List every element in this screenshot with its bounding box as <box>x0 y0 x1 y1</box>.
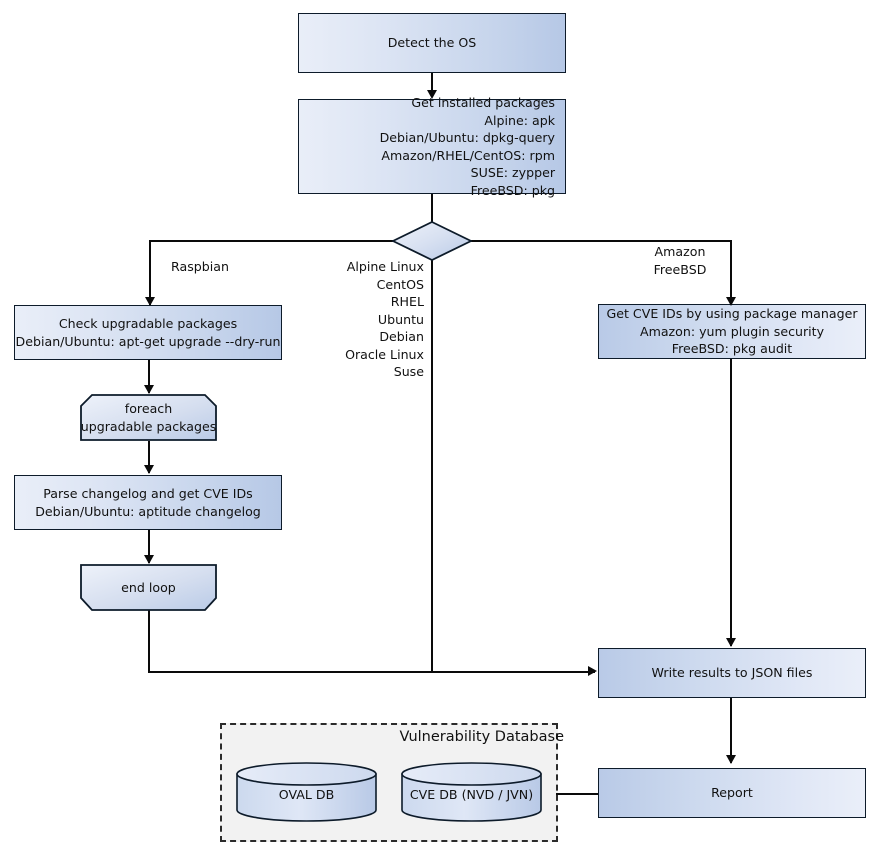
node-os-decision[interactable] <box>392 221 472 261</box>
node-foreach-loop-label: foreach upgradable packages <box>80 401 217 434</box>
arrowhead-detect-to-packages <box>426 90 437 99</box>
db-cylinder-oval[interactable]: OVAL DB <box>235 761 378 823</box>
arrowhead-decision-to-check <box>144 297 155 306</box>
arrowhead-write-results-to-report <box>725 755 736 764</box>
node-parse-changelog[interactable]: Parse changelog and get CVE IDs Debian/U… <box>14 475 282 530</box>
node-parse-changelog-label: Parse changelog and get CVE IDs Debian/U… <box>35 486 261 519</box>
node-end-loop-label: end loop <box>121 579 176 595</box>
node-detect-os[interactable]: Detect the OS <box>298 13 566 73</box>
arrowhead-cve-to-write-results <box>725 638 736 647</box>
edge-left-to-write-results <box>148 671 595 673</box>
node-get-cve-ids[interactable]: Get CVE IDs by using package manager Ama… <box>598 304 866 359</box>
edge-cve-to-write-results <box>730 359 732 646</box>
node-get-installed-packages-label: Get installed packages Alpine: apk Debia… <box>379 95 555 198</box>
arrowhead-foreach-to-parse <box>143 465 154 474</box>
edge-label-os-list: Alpine Linux CentOS RHEL Ubuntu Debian O… <box>345 259 424 379</box>
cylinder-icon <box>236 762 377 822</box>
loop-end-shape <box>80 564 217 611</box>
edge-decision-left <box>149 240 393 242</box>
edge-label-raspbian: Raspbian <box>171 259 229 274</box>
loop-start-shape <box>80 394 217 441</box>
arrowhead-check-to-foreach <box>143 385 154 394</box>
edge-write-results-to-report <box>730 698 732 763</box>
cylinder-icon <box>401 762 542 822</box>
node-report[interactable]: Report <box>598 768 866 818</box>
edge-db-to-report <box>556 793 599 795</box>
edge-detect-to-packages <box>431 73 433 94</box>
edge-decision-left-down <box>149 240 151 305</box>
db-cylinder-oval-label: OVAL DB <box>278 786 335 802</box>
db-cylinder-cve-label: CVE DB (NVD / JVN) <box>409 786 534 802</box>
diamond-shape <box>392 221 472 261</box>
db-cylinder-cve[interactable]: CVE DB (NVD / JVN) <box>400 761 543 823</box>
node-foreach-loop[interactable]: foreach upgradable packages <box>80 394 217 441</box>
edge-foreach-to-parse <box>148 441 150 473</box>
edge-decision-right <box>471 240 732 242</box>
node-check-upgradable[interactable]: Check upgradable packages Debian/Ubuntu:… <box>14 305 282 360</box>
edge-decision-right-down <box>730 240 732 305</box>
group-vulnerability-database-title: Vulnerability Database <box>399 729 564 745</box>
node-report-label: Report <box>711 785 753 801</box>
node-detect-os-label: Detect the OS <box>387 35 477 51</box>
arrowhead-decision-to-cve <box>725 297 736 306</box>
node-get-installed-packages[interactable]: Get installed packages Alpine: apk Debia… <box>298 95 566 198</box>
node-check-upgradable-label: Check upgradable packages Debian/Ubuntu:… <box>15 316 281 349</box>
edge-decision-middle <box>431 260 433 672</box>
edge-parse-to-endloop <box>148 530 150 563</box>
arrowhead-to-write-results <box>588 666 597 677</box>
edge-check-to-foreach <box>148 360 150 393</box>
node-write-results[interactable]: Write results to JSON files <box>598 648 866 698</box>
edge-endloop-down <box>148 605 150 672</box>
node-write-results-label: Write results to JSON files <box>651 665 813 681</box>
node-get-cve-ids-label: Get CVE IDs by using package manager Ama… <box>606 306 858 357</box>
node-end-loop[interactable]: end loop <box>80 564 217 611</box>
edge-packages-to-decision <box>431 194 433 224</box>
edge-label-amazon-freebsd: Amazon FreeBSD <box>653 244 707 277</box>
arrowhead-parse-to-endloop <box>143 555 154 564</box>
